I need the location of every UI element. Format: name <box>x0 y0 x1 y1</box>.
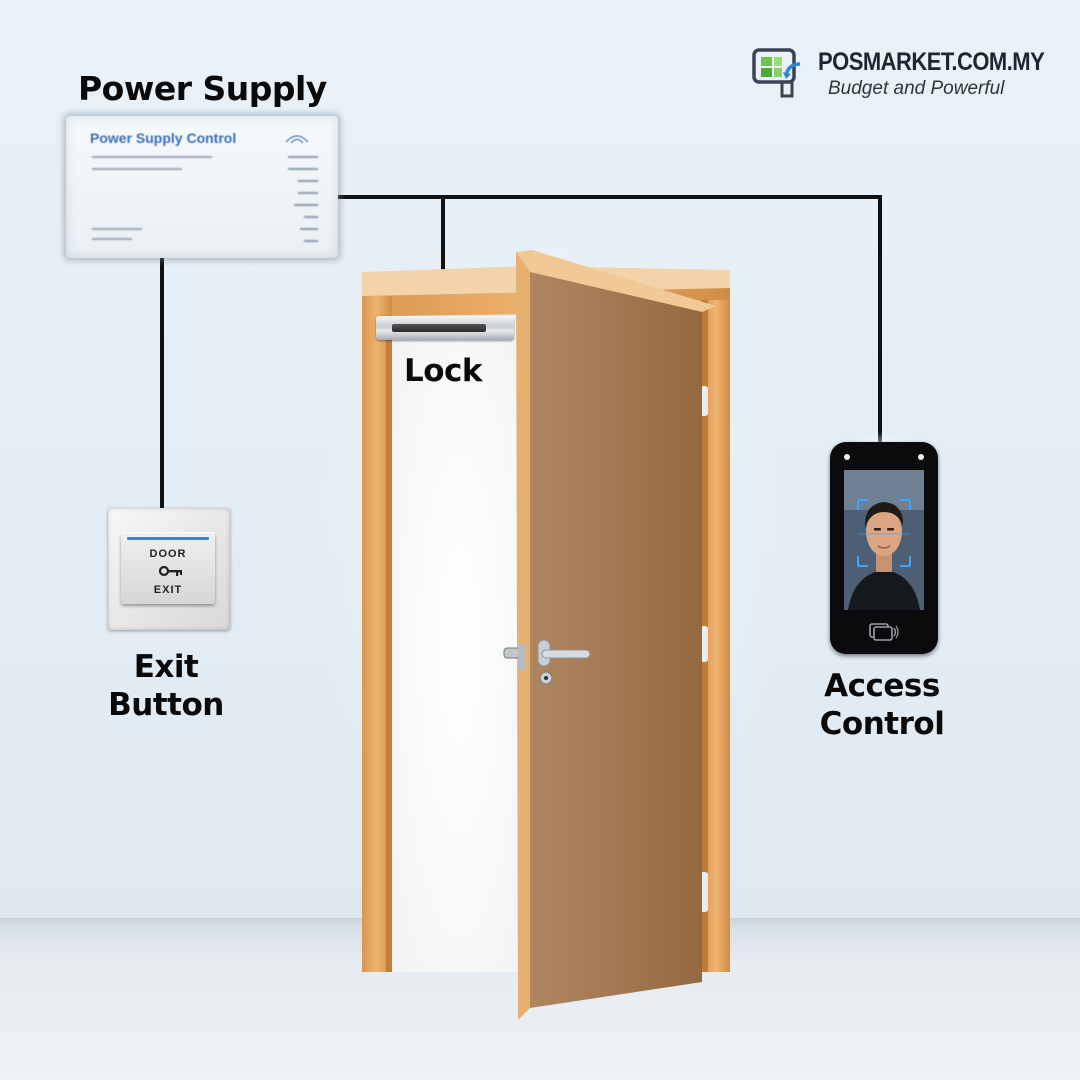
label-power-supply: Power Supply <box>78 69 327 108</box>
psu-terminal-label <box>300 228 318 230</box>
psu-terminal-label <box>304 216 318 218</box>
wire-psu-to-exit <box>160 254 164 508</box>
psu-terminal-label <box>288 168 318 170</box>
terminal-led <box>844 454 850 460</box>
brand-logo: POSMARKET.COM.MY Budget and Powerful <box>752 48 1045 108</box>
terminal-screen <box>844 470 924 610</box>
pos-terminal-icon <box>752 48 801 98</box>
door-handle-lever <box>541 649 591 659</box>
terminal-led <box>918 454 924 460</box>
wifi-icon <box>285 135 309 144</box>
label-access-control: Access Control <box>806 667 958 743</box>
logo-tagline: Budget and Powerful <box>828 78 1005 99</box>
exit-indicator-bar <box>127 537 209 540</box>
rfid-card-icon <box>869 623 899 641</box>
psu-terminal-label <box>298 192 318 194</box>
magnetic-lock-slot <box>392 324 486 332</box>
label-exit-button-line2: Button <box>108 687 224 723</box>
psu-terminal-label <box>294 204 318 206</box>
label-lock: Lock <box>404 353 483 389</box>
wire-to-lock <box>441 195 445 305</box>
exit-button-door-text: DOOR <box>149 548 187 560</box>
exit-button-exit-text: EXIT <box>153 584 183 596</box>
label-access-control-line2: Control <box>819 706 945 742</box>
door-opening <box>392 316 528 972</box>
magnetic-lock <box>376 316 514 340</box>
face-recognition-terminal <box>830 442 938 654</box>
logo-name: POSMARKET.COM.MY <box>818 48 1045 76</box>
psu-spec-line <box>92 238 132 240</box>
key-icon <box>159 565 182 577</box>
psu-terminal-label <box>298 180 318 182</box>
door-leaf <box>530 272 702 1008</box>
psu-spec-line <box>92 168 182 170</box>
psu-terminal-label <box>304 240 318 242</box>
label-access-control-line1: Access <box>824 668 940 704</box>
label-exit-button-line1: Exit <box>133 649 199 685</box>
psu-spec-line <box>92 228 142 230</box>
psu-title: Power Supply Control <box>90 130 237 146</box>
exit-button-device: DOOR EXIT <box>108 508 230 630</box>
psu-terminal-label <box>288 156 318 158</box>
power-supply-unit: Power Supply Control <box>66 116 338 258</box>
exit-button-face: DOOR EXIT <box>121 532 215 604</box>
face-scan-icon <box>844 470 924 610</box>
wire-to-access-control <box>878 195 882 445</box>
label-exit-button: Exit Button <box>98 648 234 724</box>
psu-spec-line <box>92 156 212 158</box>
wire-psu-horizontal <box>336 195 882 199</box>
